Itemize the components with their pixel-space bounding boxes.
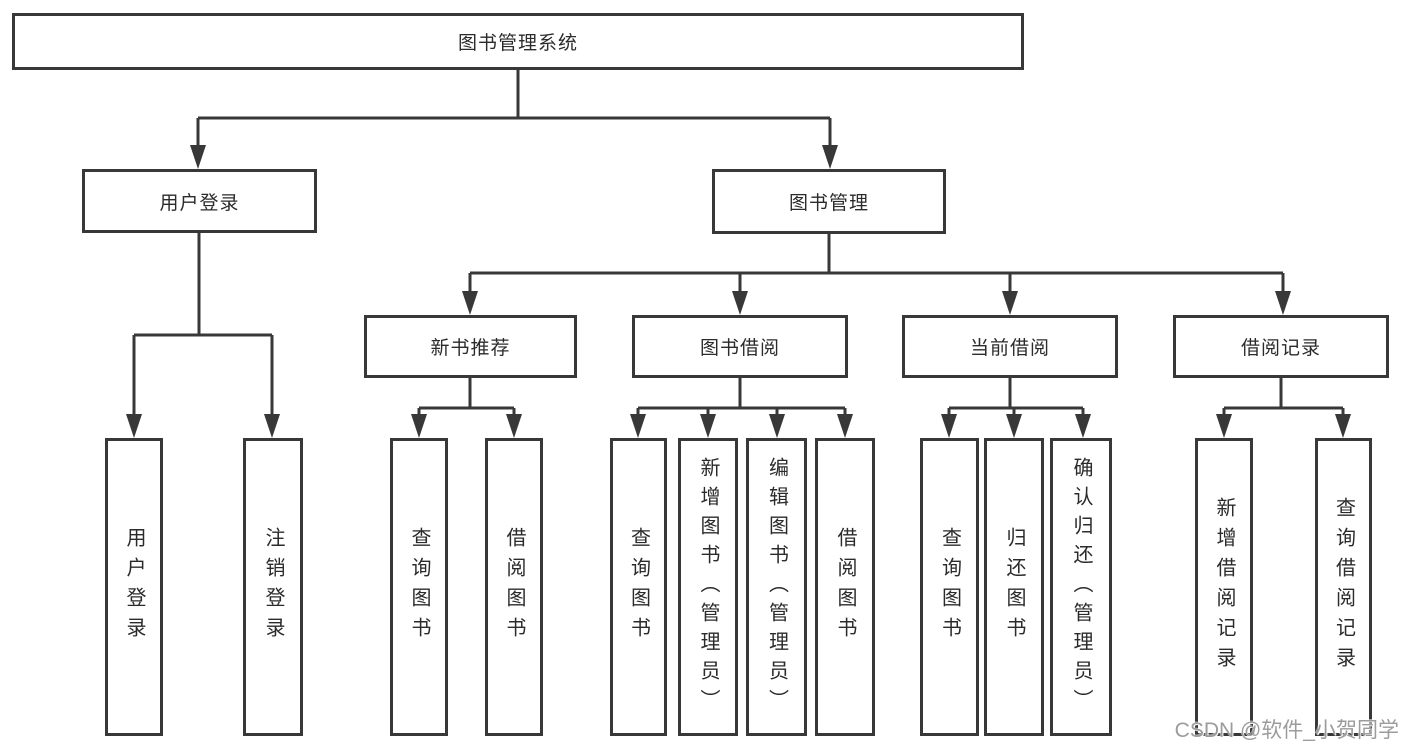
- leaf-logout: 注销登录: [243, 438, 303, 736]
- watermark: CSDN @软件_小贺同学: [1174, 719, 1399, 742]
- node-label: 当前借阅: [969, 338, 1050, 359]
- leaf-edit-books-admin: 编辑图书（管理员）: [746, 438, 807, 736]
- leaf-confirm-return-admin: 确认归还（管理员）: [1050, 438, 1112, 736]
- node-label: 借阅图书: [834, 527, 856, 647]
- node-new-book-recommend: 新书推荐: [364, 315, 577, 378]
- leaf-borrow-books: 借阅图书: [815, 438, 875, 736]
- leaf-return-books: 归还图书: [984, 438, 1044, 736]
- leaf-query-books-borrow: 查询图书: [610, 438, 667, 736]
- node-root-system: 图书管理系统: [12, 13, 1024, 70]
- node-label: 查询借阅记录: [1332, 497, 1355, 677]
- leaf-add-borrow-record: 新增借阅记录: [1195, 438, 1253, 736]
- node-label: 归还图书: [1003, 527, 1025, 647]
- node-label: 查询图书: [627, 527, 650, 647]
- node-label: 新增借阅记录: [1213, 497, 1235, 677]
- node-label: 借阅图书: [503, 527, 525, 647]
- node-label: 图书管理: [788, 193, 869, 214]
- leaf-query-books-recommend: 查询图书: [390, 438, 448, 736]
- leaf-user-login: 用户登录: [105, 438, 163, 736]
- leaf-borrow-books-recommend: 借阅图书: [485, 438, 543, 736]
- arrowhead-icons: [126, 145, 1351, 438]
- node-label: 借阅记录: [1240, 338, 1321, 359]
- node-label: 新书推荐: [430, 338, 511, 359]
- node-borrow-record: 借阅记录: [1173, 315, 1389, 378]
- node-label: 注销登录: [262, 527, 284, 647]
- node-label: 确认归还（管理员）: [1070, 456, 1092, 718]
- node-label: 用户登录: [159, 192, 240, 214]
- node-label: 查询图书: [408, 527, 430, 647]
- node-label: 编辑图书（管理员）: [765, 456, 788, 718]
- node-label: 查询图书: [938, 527, 961, 647]
- node-label: 图书借阅: [699, 338, 780, 359]
- leaf-query-books-current: 查询图书: [920, 438, 979, 736]
- node-book-borrow: 图书借阅: [632, 315, 848, 378]
- node-label: 用户登录: [123, 527, 145, 647]
- node-user-login-module: 用户登录: [82, 169, 317, 233]
- node-book-management-module: 图书管理: [712, 169, 946, 234]
- leaf-add-books-admin: 新增图书（管理员）: [678, 438, 738, 736]
- node-label: 新增图书（管理员）: [697, 456, 719, 718]
- node-label: 图书管理系统: [457, 33, 578, 54]
- leaf-query-borrow-record: 查询借阅记录: [1315, 438, 1372, 736]
- node-current-borrow: 当前借阅: [902, 315, 1118, 378]
